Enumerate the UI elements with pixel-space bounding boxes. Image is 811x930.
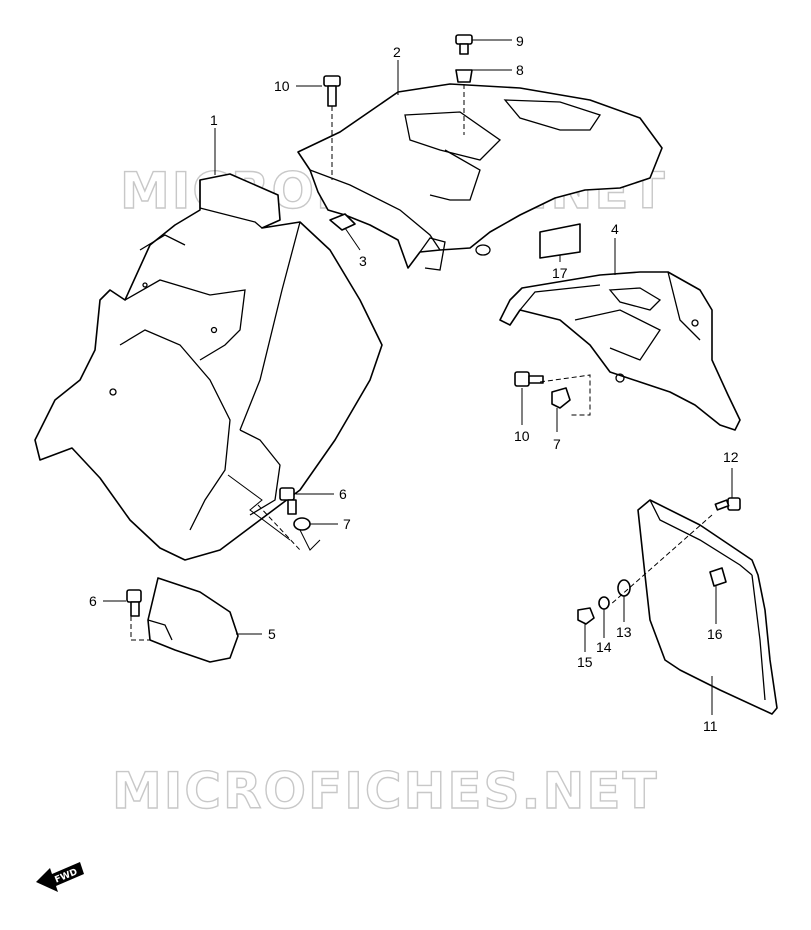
part-12-bolt [714, 497, 741, 511]
fwd-label: FWD [53, 867, 79, 885]
part-15-nut [577, 607, 595, 625]
part-1-inner-fender [34, 173, 383, 561]
part-7-washer-upper [551, 387, 571, 409]
callout-9: 9 [516, 33, 524, 49]
watermark-bottom: MICROFICHES.NET [112, 762, 659, 820]
callout-17: 17 [552, 265, 568, 281]
callout-7-upper: 7 [553, 436, 561, 452]
part-6-bolt-lower [126, 589, 142, 617]
part-5-mudflap [147, 577, 239, 663]
part-17-cushion [539, 223, 581, 259]
callout-13: 13 [616, 624, 632, 640]
callout-14: 14 [596, 639, 612, 655]
part-14-washer [598, 596, 610, 610]
callout-7-lower: 7 [343, 516, 351, 532]
callout-5: 5 [268, 626, 276, 642]
part-2-rear-fender [297, 83, 663, 271]
callout-12: 12 [723, 449, 739, 465]
part-6-bolt-mid [279, 487, 297, 515]
part-7-washer-lower [293, 517, 311, 531]
part-10-bolt-lower [514, 371, 544, 387]
part-3-clip [329, 213, 356, 231]
callout-1: 1 [210, 112, 218, 128]
callout-2: 2 [393, 44, 401, 60]
leader-lines [103, 39, 733, 715]
callout-3: 3 [359, 253, 367, 269]
part-4-bracket [499, 271, 741, 431]
callout-10-top: 10 [274, 78, 290, 94]
callout-6-lower: 6 [89, 593, 97, 609]
part-16-clip [709, 567, 727, 587]
assembly-lines [130, 84, 713, 641]
callout-15: 15 [577, 654, 593, 670]
callout-8: 8 [516, 62, 524, 78]
part-9-bolt [455, 34, 473, 55]
fwd-arrow-icon: FWD [36, 862, 84, 892]
part-10-bolt-top [323, 75, 341, 107]
part-8-washer [455, 69, 473, 83]
callout-16: 16 [707, 626, 723, 642]
callout-10-lower: 10 [514, 428, 530, 444]
callout-11: 11 [703, 718, 718, 734]
callout-6-mid: 6 [339, 486, 347, 502]
part-11-license-bracket [637, 499, 778, 715]
part-13-washer [617, 579, 631, 597]
callout-4: 4 [611, 221, 619, 237]
